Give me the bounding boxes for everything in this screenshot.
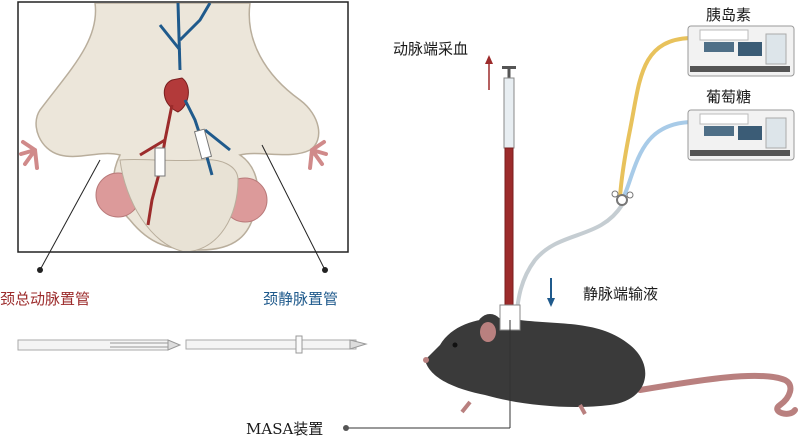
mouse-icon	[423, 304, 798, 417]
insulin-tube	[618, 36, 691, 201]
jugular-catheter-drawing	[185, 335, 368, 354]
carotid-catheter-drawing	[17, 339, 182, 351]
jugular-catheter-label: 颈静脉置管	[263, 290, 339, 308]
arterial-up-arrow	[485, 55, 493, 90]
masa-device-label: MASA装置	[246, 420, 324, 438]
carotid-catheter-icon	[154, 147, 166, 177]
carotid-catheter-label: 颈总动脉置管	[0, 290, 91, 308]
glucose-tube	[620, 120, 691, 202]
arterial-sampling-label: 动脉端采血	[393, 40, 469, 58]
venous-down-arrow	[547, 278, 555, 307]
syringe-icon	[502, 66, 516, 318]
neck-anatomy-inset	[17, 1, 349, 253]
glucose-pump-icon	[687, 109, 795, 161]
combined-tube	[514, 203, 624, 319]
venous-infusion-label: 静脉端输液	[583, 285, 659, 303]
callout-dot-right	[322, 267, 328, 273]
glucose-label: 葡萄糖	[706, 88, 752, 106]
insulin-label: 胰岛素	[706, 6, 752, 24]
y-connector-icon	[611, 190, 634, 206]
callout-lines	[39, 144, 326, 271]
jugular-catheter-icon	[193, 128, 213, 160]
insulin-pump-icon	[687, 25, 795, 77]
callout-dot-left	[37, 267, 43, 273]
